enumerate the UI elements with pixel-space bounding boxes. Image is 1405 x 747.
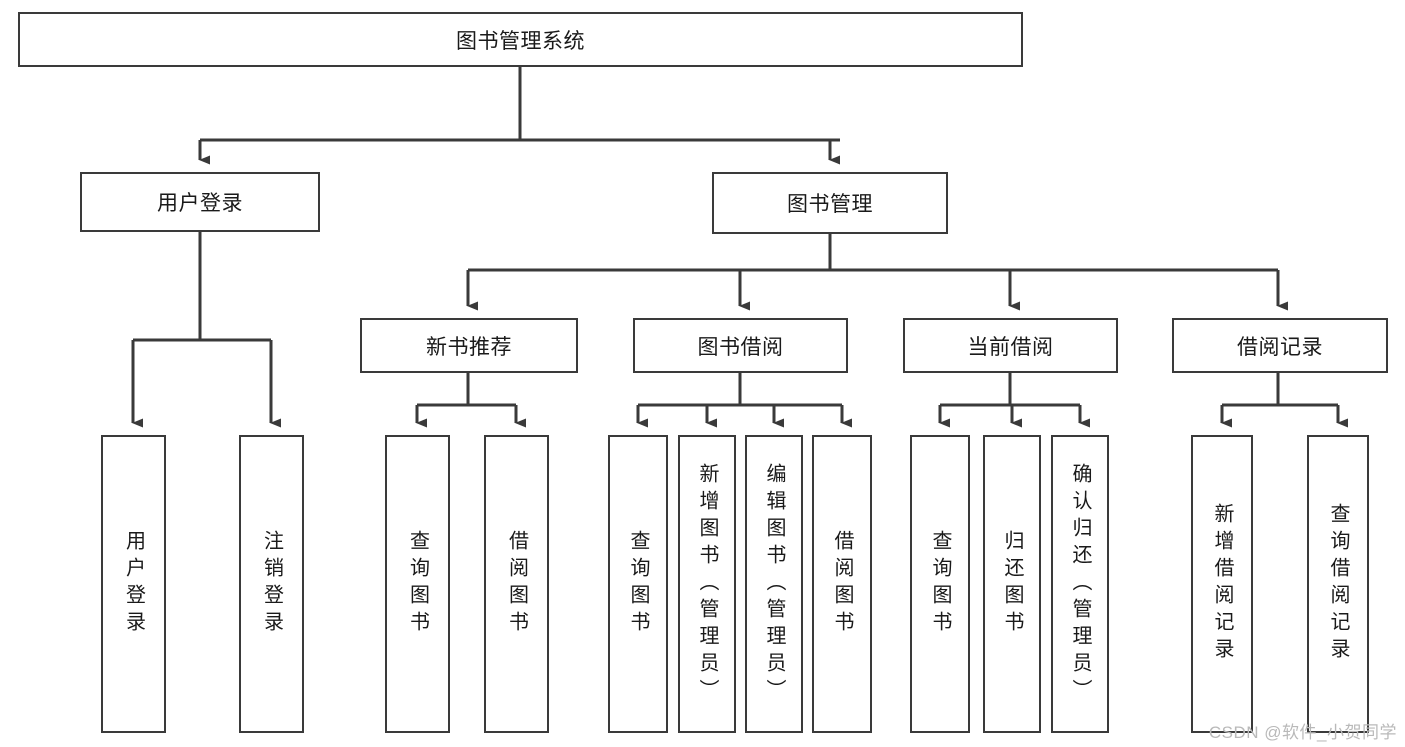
node-book-management[interactable]: 图书管理 — [712, 172, 948, 234]
node-leaf-return-book[interactable]: 归还图书 — [983, 435, 1041, 733]
node-leaf-user-login[interactable]: 用户登录 — [101, 435, 166, 733]
node-leaf-add-borrow-record[interactable]: 新增借阅记录 — [1191, 435, 1253, 733]
node-leaf-query-book-borrow-label: 查询图书 — [627, 530, 649, 638]
node-leaf-confirm-return-admin-label: 确认归还（管理员） — [1069, 462, 1091, 706]
node-new-book-recommend[interactable]: 新书推荐 — [360, 318, 578, 373]
node-leaf-query-book-recommend-label: 查询图书 — [406, 530, 429, 638]
node-leaf-borrow-book-label: 借阅图书 — [831, 530, 853, 638]
node-current-borrow-label: 当前借阅 — [967, 335, 1054, 359]
node-user-login-label: 用户登录 — [157, 192, 243, 215]
node-leaf-query-book-recommend[interactable]: 查询图书 — [385, 435, 450, 733]
node-leaf-borrow-book-recommend[interactable]: 借阅图书 — [484, 435, 549, 733]
node-leaf-user-logout-label: 注销登录 — [260, 530, 283, 638]
node-new-book-recommend-label: 新书推荐 — [426, 335, 512, 359]
node-leaf-confirm-return-admin[interactable]: 确认归还（管理员） — [1051, 435, 1109, 733]
node-leaf-query-book-current-label: 查询图书 — [929, 530, 951, 638]
node-user-login[interactable]: 用户登录 — [80, 172, 320, 232]
node-borrow-record-label: 借阅记录 — [1237, 335, 1323, 359]
node-book-borrow-label: 图书借阅 — [697, 335, 784, 359]
node-leaf-return-book-label: 归还图书 — [1001, 530, 1023, 638]
node-leaf-query-borrow-record[interactable]: 查询借阅记录 — [1307, 435, 1369, 733]
node-leaf-query-book-current[interactable]: 查询图书 — [910, 435, 970, 733]
node-leaf-add-book-admin-label: 新增图书（管理员） — [696, 462, 718, 706]
node-leaf-user-logout[interactable]: 注销登录 — [239, 435, 304, 733]
node-leaf-user-login-label: 用户登录 — [122, 530, 145, 638]
node-leaf-add-book-admin[interactable]: 新增图书（管理员） — [678, 435, 736, 733]
node-book-borrow[interactable]: 图书借阅 — [633, 318, 848, 373]
node-leaf-borrow-book[interactable]: 借阅图书 — [812, 435, 872, 733]
node-leaf-edit-book-admin[interactable]: 编辑图书（管理员） — [745, 435, 803, 733]
node-leaf-query-borrow-record-label: 查询借阅记录 — [1327, 503, 1349, 665]
node-leaf-borrow-book-recommend-label: 借阅图书 — [505, 530, 528, 638]
node-root[interactable]: 图书管理系统 — [18, 12, 1023, 67]
node-book-management-label: 图书管理 — [787, 193, 873, 216]
node-leaf-edit-book-admin-label: 编辑图书（管理员） — [763, 462, 785, 706]
csdn-watermark: CSDN @软件_小贺同学 — [1208, 723, 1397, 742]
node-leaf-add-borrow-record-label: 新增借阅记录 — [1211, 503, 1233, 665]
node-root-label: 图书管理系统 — [456, 29, 585, 53]
node-borrow-record[interactable]: 借阅记录 — [1172, 318, 1388, 373]
node-current-borrow[interactable]: 当前借阅 — [903, 318, 1118, 373]
node-leaf-query-book-borrow[interactable]: 查询图书 — [608, 435, 668, 733]
